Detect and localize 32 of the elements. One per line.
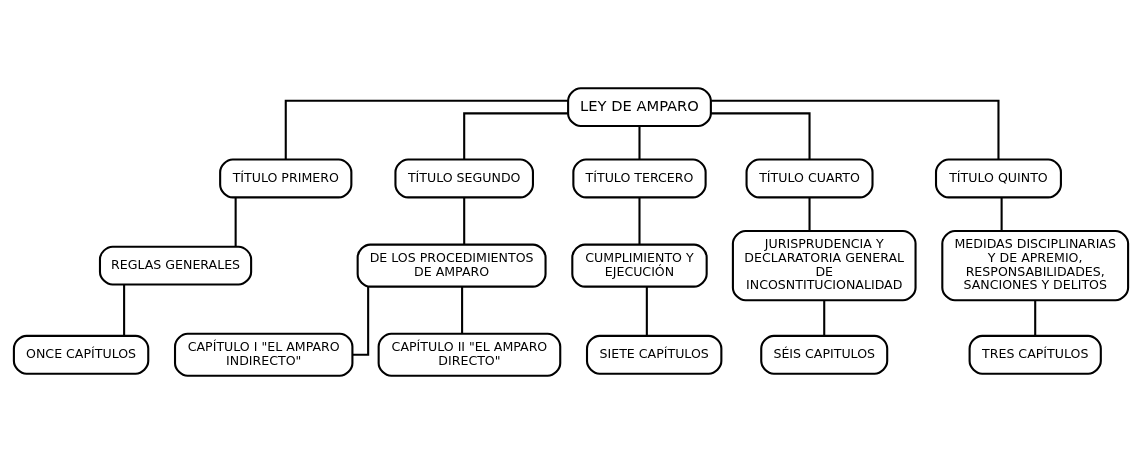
node-box: DE LOS PROCEDIMIENTOS DE AMPARO [356, 243, 547, 288]
node-box: LEY DE AMPARO [567, 87, 712, 128]
node-box: TÍTULO PRIMERO [219, 158, 353, 199]
connector [711, 99, 1000, 160]
node-box: SÉIS CAPITULOS [760, 334, 889, 375]
node-box: JURISPRUDENCIA Y DECLARATORIA GENERAL DE INCOSNTITUCIONALIDAD [731, 229, 917, 302]
connector [123, 284, 126, 336]
connector [463, 197, 466, 245]
connector [645, 286, 648, 336]
node-box: CAPÍTULO I "EL AMPARO INDIRECTO" [173, 332, 354, 377]
connector [1034, 300, 1037, 336]
connector [808, 197, 811, 231]
node-box: TÍTULO CUARTO [745, 158, 874, 199]
connector [1000, 197, 1003, 231]
connector [638, 126, 641, 160]
connector [463, 112, 568, 160]
node-box: SIETE CAPÍTULOS [585, 334, 723, 375]
node-box: ONCE CAPÍTULOS [12, 334, 150, 375]
node-box: CUMPLIMIENTO Y EJECUCIÓN [571, 243, 708, 288]
node-box: REGLAS GENERALES [98, 245, 253, 286]
connector [234, 197, 237, 247]
connector [823, 300, 826, 336]
node-box: TÍTULO SEGUNDO [394, 158, 534, 199]
node-box: CAPÍTULO II "EL AMPARO DIRECTO" [377, 332, 562, 377]
connector [284, 99, 568, 160]
connector [711, 112, 811, 160]
node-box: TRES CAPÍTULOS [968, 334, 1102, 375]
connector [638, 197, 641, 245]
node-box: TÍTULO QUINTO [934, 158, 1062, 199]
connector [461, 286, 464, 334]
node-box: TÍTULO TERCERO [572, 158, 707, 199]
node-box: MEDIDAS DISCIPLINARIAS Y DE APREMIO, RESPONSABILIDADES, SANCIONES Y DELITOS [941, 229, 1130, 302]
